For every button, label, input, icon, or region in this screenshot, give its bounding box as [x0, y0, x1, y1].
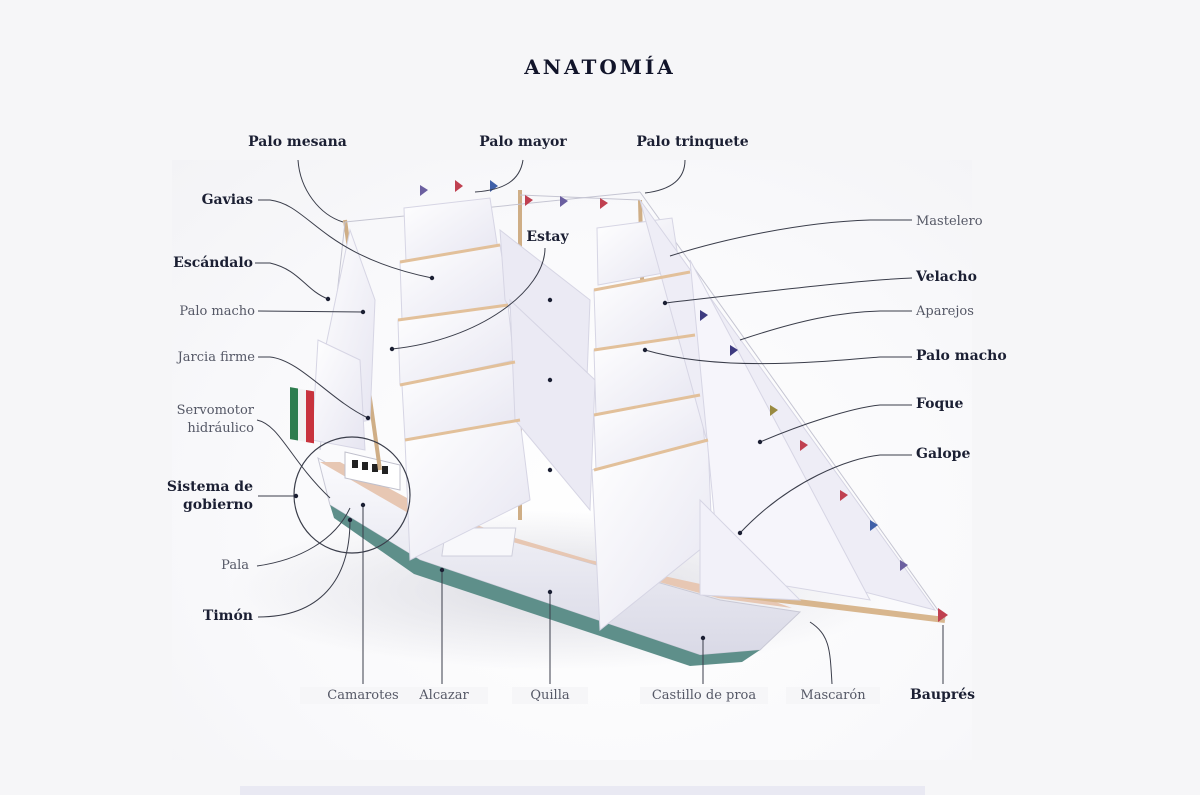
label-foque: Foque	[916, 396, 964, 412]
fore-sails	[591, 217, 713, 632]
label-palo-mesana: Palo mesana	[248, 134, 347, 150]
label-sistema-line2: gobierno	[182, 497, 253, 513]
label-estay: Estay	[526, 229, 569, 245]
leader-dots	[293, 275, 763, 641]
label-pala: Pala	[221, 558, 249, 573]
label-palo-macho-right: Palo macho	[916, 348, 1007, 364]
label-servomotor-line1: Servomotor	[176, 403, 254, 418]
stern-cabin	[344, 451, 401, 491]
label-sistema-line1: Sistema de	[166, 479, 253, 495]
mizzen-sails	[311, 228, 376, 451]
label-alcazar: Alcazar	[400, 687, 488, 704]
mexican-flag	[290, 387, 314, 444]
label-gavias: Gavias	[201, 192, 253, 208]
bottom-bar	[240, 786, 925, 795]
steering-highlight-circle	[293, 436, 411, 554]
yards	[397, 243, 709, 472]
label-palo-trinquete: Palo trinquete	[636, 134, 749, 150]
label-castillo-de-proa: Castillo de proa	[640, 687, 768, 704]
label-palo-macho-left: Palo macho	[179, 304, 255, 319]
staysails	[499, 228, 596, 512]
label-timon: Timón	[202, 608, 253, 624]
label-mastelero: Mastelero	[916, 214, 983, 229]
label-velacho: Velacho	[916, 269, 977, 285]
jib-sails	[639, 199, 937, 611]
label-servomotor-line2: hidráulico	[187, 421, 254, 436]
signal-flags	[420, 180, 948, 622]
label-camarotes: Camarotes	[300, 687, 426, 704]
label-baupres: Bauprés	[909, 687, 976, 703]
leader-lines	[255, 159, 944, 685]
label-jarcia-firme: Jarcia firme	[177, 350, 255, 365]
label-aparejos: Aparejos	[916, 304, 974, 319]
label-quilla: Quilla	[512, 687, 588, 704]
label-palo-mayor: Palo mayor	[479, 134, 567, 150]
label-mascaron: Mascarón	[786, 687, 880, 704]
label-escandalo: Escándalo	[173, 255, 253, 271]
label-galope: Galope	[916, 446, 971, 462]
page-title: ANATOMÍA	[524, 55, 676, 79]
